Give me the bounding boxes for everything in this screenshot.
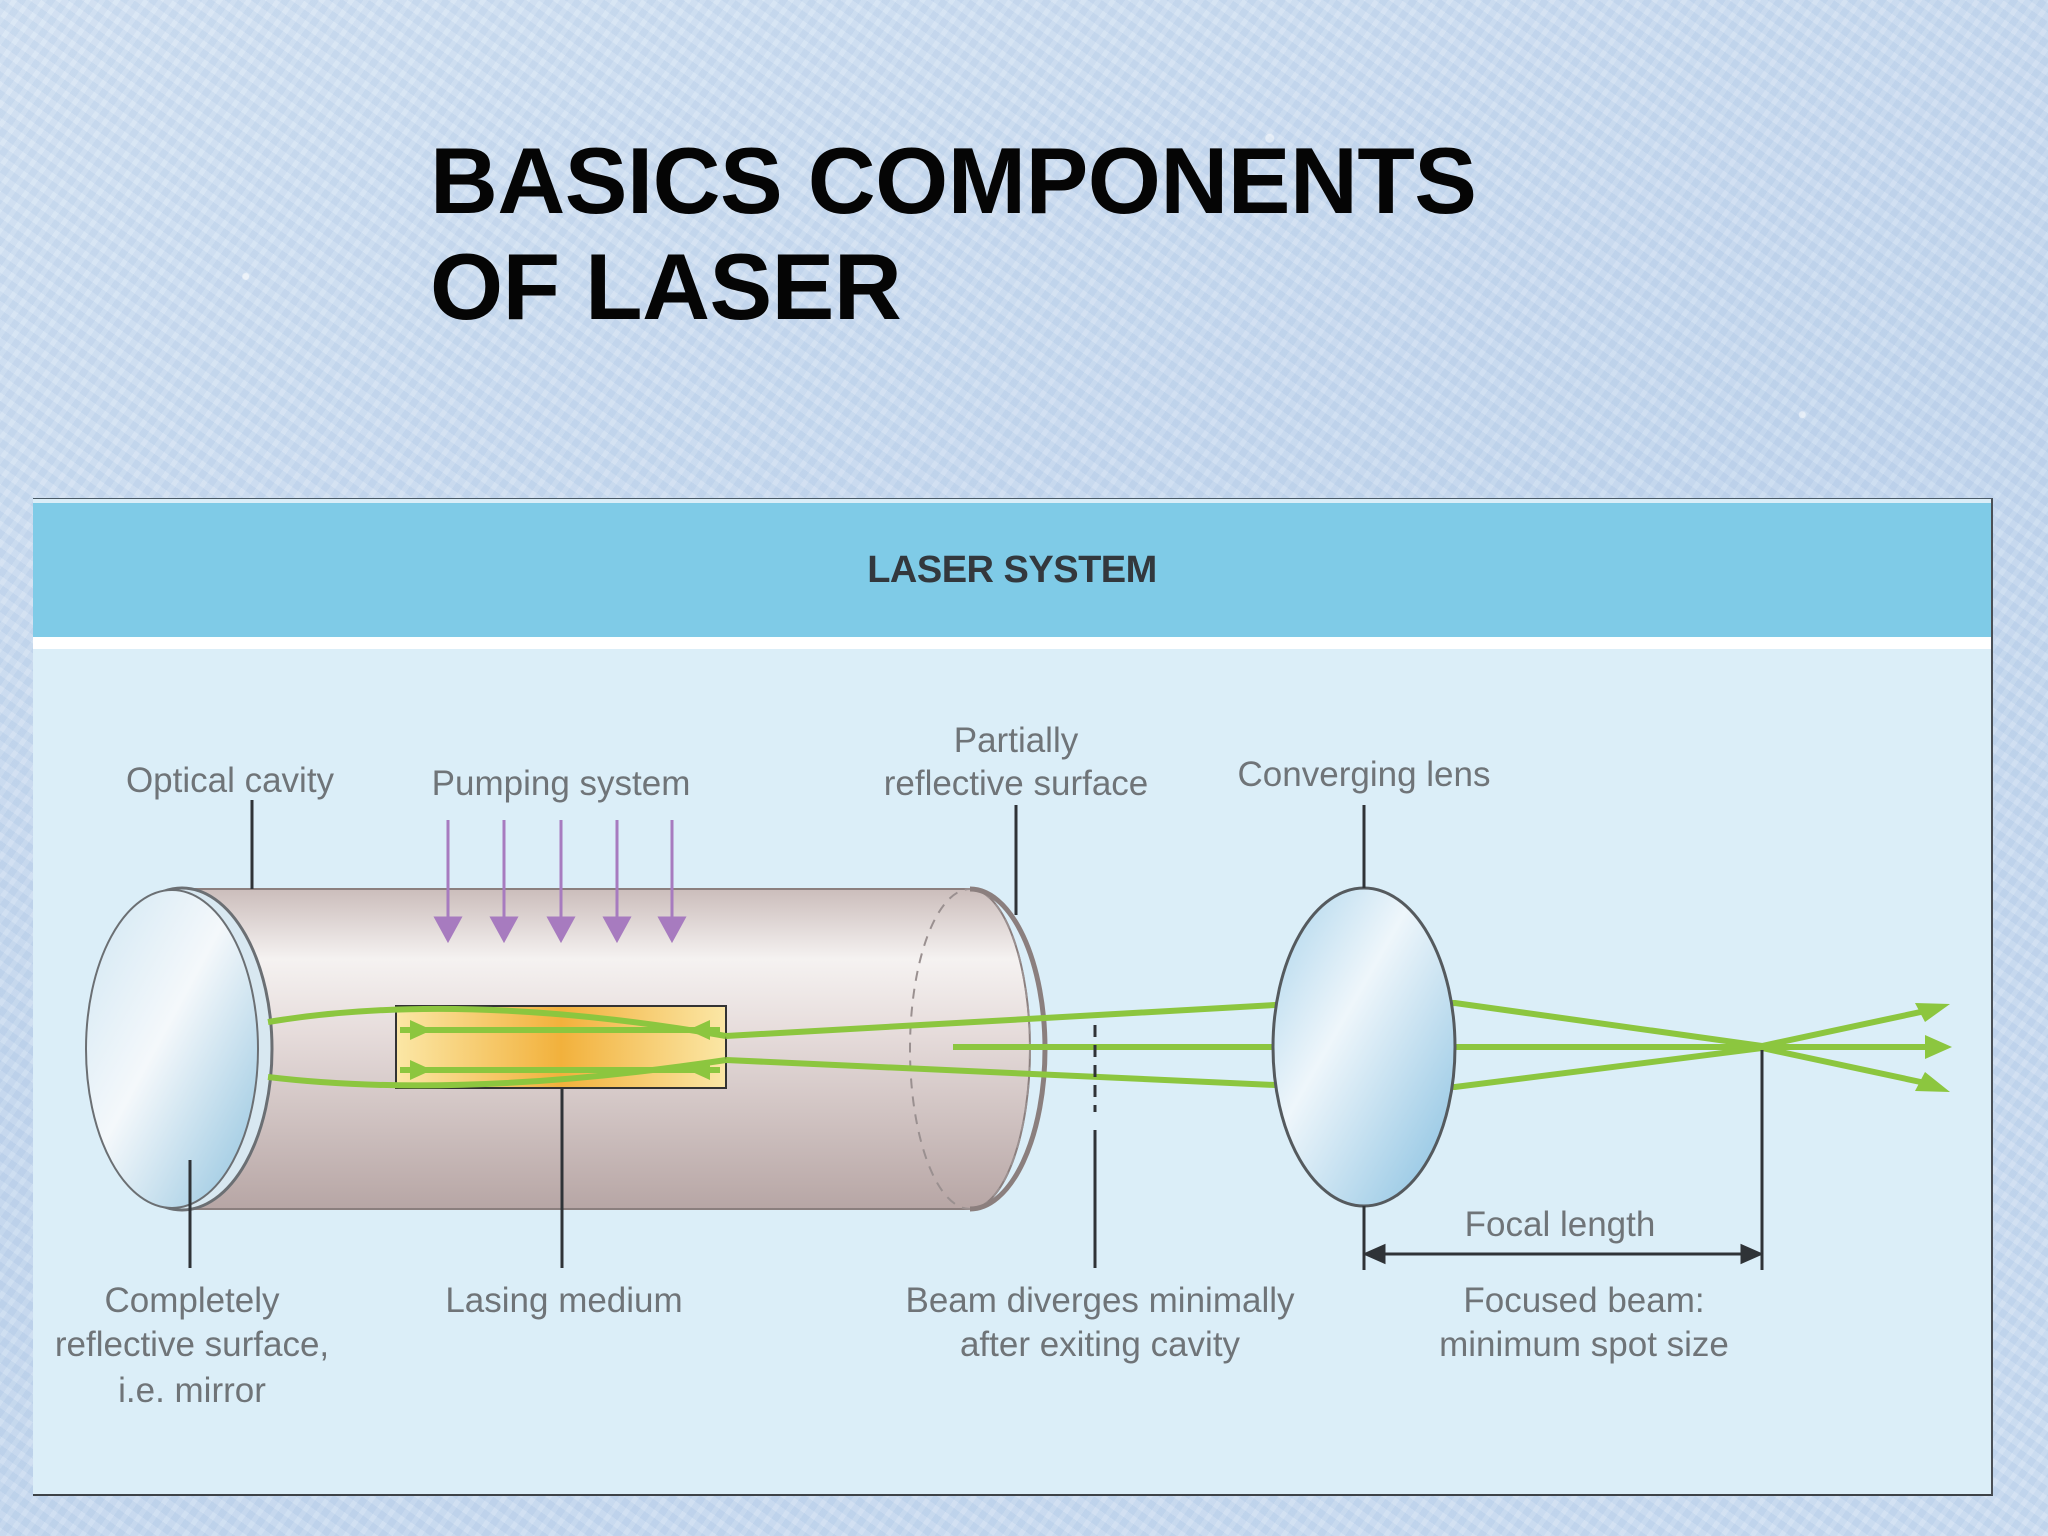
label-mirror-1: Completely (104, 1281, 280, 1320)
label-partially-reflective-2: reflective surface (884, 764, 1149, 803)
internal-beams (267, 1005, 727, 1089)
lasing-medium-rod (395, 1005, 727, 1089)
slide-title-line-1: BASICS COMPONENTS (430, 128, 1477, 233)
label-lasing-medium: Lasing medium (445, 1281, 682, 1320)
pump-arrows (433, 820, 687, 944)
panel-header-title: LASER SYSTEM (867, 548, 1157, 591)
label-mirror-2: reflective surface, (55, 1325, 329, 1364)
label-pumping-system: Pumping system (432, 764, 691, 803)
output-arrowheads (1915, 1003, 1952, 1092)
label-partially-reflective-1: Partially (954, 721, 1079, 760)
left-mirror (85, 886, 274, 1212)
label-converging-lens: Converging lens (1238, 755, 1491, 794)
label-focused-beam-2: minimum spot size (1439, 1325, 1729, 1364)
label-mirror-3: i.e. mirror (118, 1371, 266, 1410)
label-beam-diverges-1: Beam diverges minimally (905, 1281, 1295, 1320)
slide-title-line-2: OF LASER (430, 234, 902, 339)
slide-title: BASICS COMPONENTS OF LASER (430, 128, 1477, 340)
label-focused-beam-1: Focused beam: (1463, 1281, 1704, 1320)
internal-beam-arrows (410, 1020, 710, 1080)
panel-header: LASER SYSTEM (33, 503, 1991, 649)
converging-lens (1271, 886, 1457, 1208)
label-beam-diverges-2: after exiting cavity (960, 1325, 1241, 1364)
leader-lines (188, 800, 1764, 1270)
exit-beams (725, 999, 1931, 1091)
focal-length-dimension (1362, 1243, 1764, 1265)
label-optical-cavity: Optical cavity (126, 761, 335, 800)
label-focal-length: Focal length (1465, 1205, 1656, 1244)
